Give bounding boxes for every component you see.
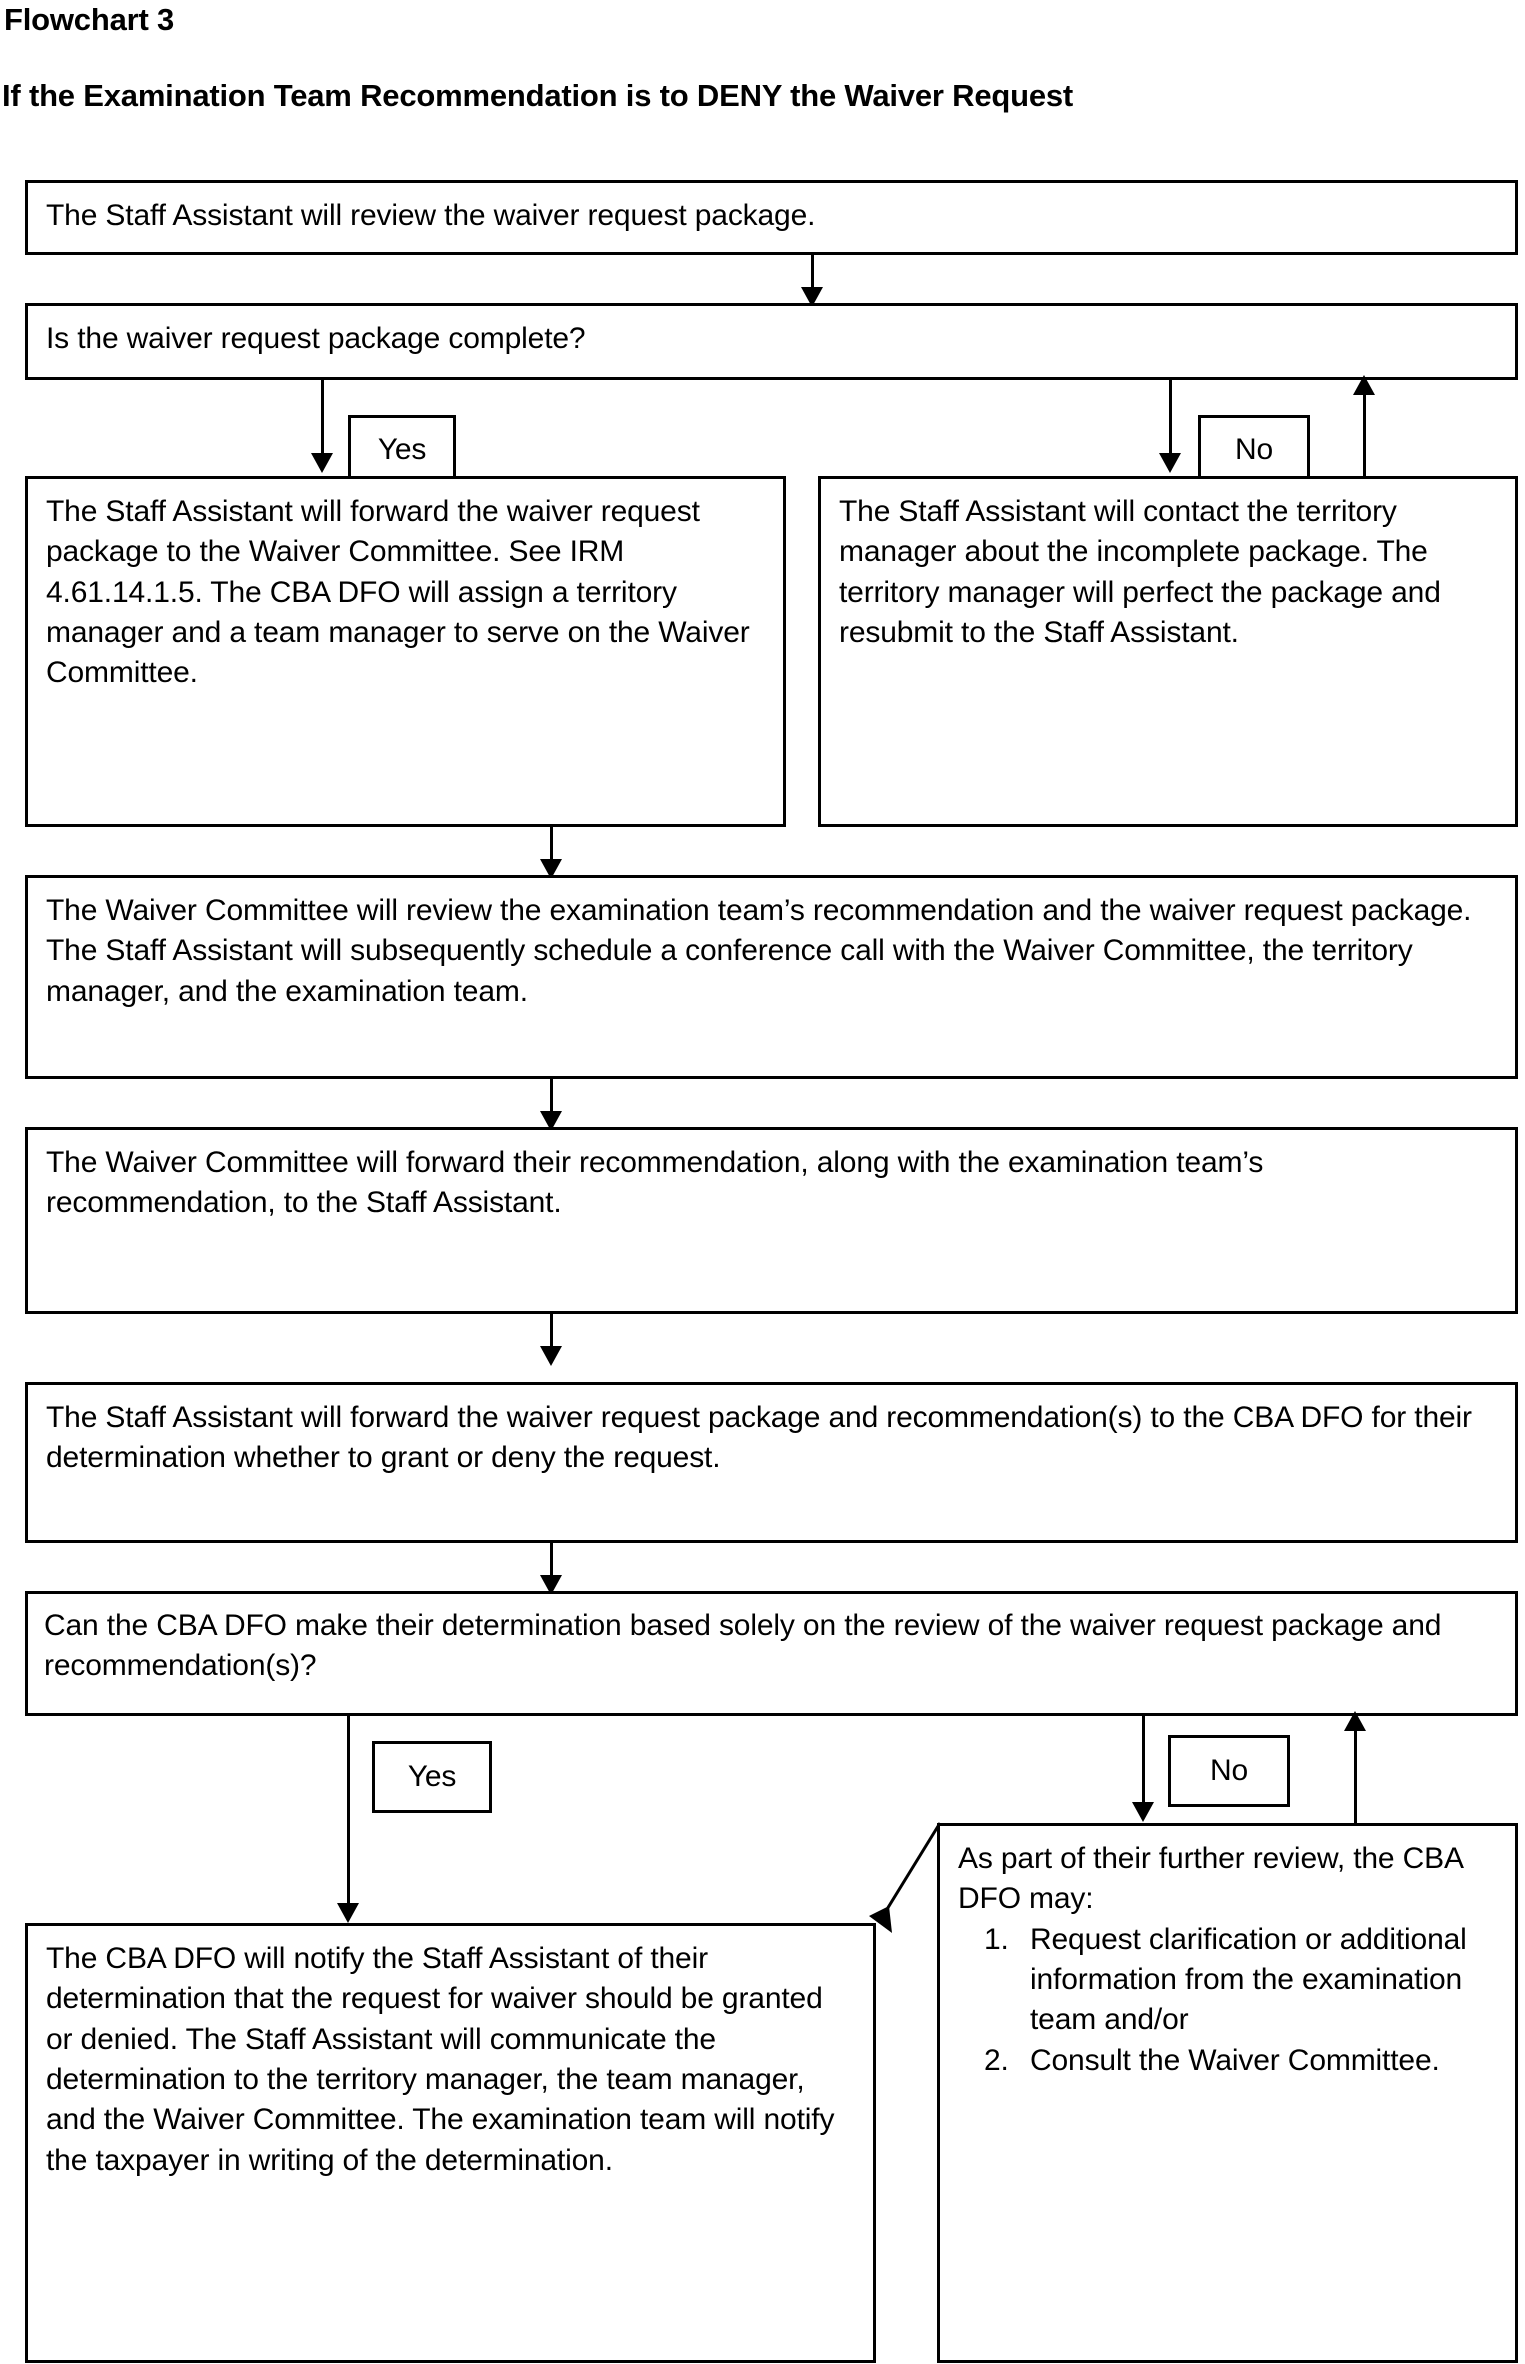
page-title: If the Examination Team Recommendation i…: [2, 78, 1074, 113]
node-forward-to-committee-text: The Staff Assistant will forward the wai…: [46, 495, 750, 690]
connector-no-branch-top: [1169, 380, 1172, 455]
node-dfo-notify: The CBA DFO will notify the Staff Assist…: [25, 1923, 876, 2363]
node-further-review: As part of their further review, the CBA…: [937, 1823, 1518, 2363]
node-further-review-body: As part of their further review, the CBA…: [940, 1826, 1515, 2081]
label-no-bottom-text: No: [1210, 1754, 1248, 1787]
flowchart-label: Flowchart 3: [4, 2, 175, 37]
connector-review-to-forward: [550, 1079, 553, 1127]
arrowhead-no-return-loop-bottom: [1344, 1711, 1366, 1731]
node-dfo-notify-text: The CBA DFO will notify the Staff Assist…: [46, 1942, 835, 2177]
connector-committee-forward-down: [550, 827, 553, 875]
node-dfo-determination-question-text: Can the CBA DFO make their determination…: [44, 1609, 1442, 1683]
label-no-top: No: [1198, 415, 1310, 485]
step-number: 1.: [984, 1922, 1009, 1956]
label-yes-bottom-text: Yes: [407, 1760, 457, 1793]
node-committee-review-text: The Waiver Committee will review the exa…: [46, 894, 1472, 1008]
label-no-top-text: No: [1235, 433, 1273, 466]
further-review-step-list: 1. Request clarification or additional i…: [958, 1920, 1499, 2081]
connector-yes-branch-bottom: [347, 1716, 350, 1906]
node-package-complete-question: Is the waiver request package complete?: [25, 303, 1518, 380]
node-further-review-intro: As part of their further review, the CBA…: [958, 1842, 1463, 1916]
arrowhead-committee-forward-down: [540, 859, 562, 879]
label-yes-bottom: Yes: [372, 1741, 492, 1813]
arrowhead-no-branch-bottom: [1132, 1802, 1154, 1822]
step-text: Request clarification or additional info…: [1030, 1922, 1467, 2037]
step-text: Consult the Waiver Committee.: [1030, 2043, 1440, 2077]
label-no-bottom: No: [1168, 1735, 1290, 1807]
node-contact-territory-manager: The Staff Assistant will contact the ter…: [818, 476, 1518, 827]
connector-staff-review-to-question: [811, 255, 814, 303]
arrowhead-yes-branch-bottom: [337, 1903, 359, 1923]
node-committee-review: The Waiver Committee will review the exa…: [25, 875, 1518, 1079]
connector-yes-branch-top: [321, 380, 324, 455]
node-dfo-determination-question: Can the CBA DFO make their determination…: [25, 1591, 1518, 1716]
node-package-complete-question-text: Is the waiver request package complete?: [46, 322, 586, 355]
arrowhead-review-to-forward: [540, 1111, 562, 1131]
arrowhead-forward-to-dfo: [540, 1346, 562, 1366]
node-forward-to-committee: The Staff Assistant will forward the wai…: [25, 476, 786, 827]
arrowhead-no-branch-top: [1159, 453, 1181, 473]
list-item: 2. Consult the Waiver Committee.: [958, 2041, 1499, 2081]
connector-no-return-loop: [1363, 380, 1366, 490]
label-yes-top-text: Yes: [377, 433, 427, 466]
arrowhead-yes-branch-top: [311, 453, 333, 473]
node-committee-forward-text: The Waiver Committee will forward their …: [46, 1146, 1264, 1220]
connector-dfo-to-question: [550, 1543, 553, 1591]
node-forward-to-dfo-text: The Staff Assistant will forward the wai…: [46, 1401, 1472, 1475]
node-contact-territory-manager-text: The Staff Assistant will contact the ter…: [839, 495, 1441, 650]
node-committee-forward: The Waiver Committee will forward their …: [25, 1127, 1518, 1314]
arrowhead-no-return-loop: [1353, 375, 1375, 395]
label-yes-top: Yes: [348, 415, 456, 485]
node-forward-to-dfo: The Staff Assistant will forward the wai…: [25, 1382, 1518, 1543]
step-number: 2.: [984, 2043, 1009, 2077]
connector-no-return-loop-bottom: [1354, 1716, 1357, 1831]
node-staff-review: The Staff Assistant will review the waiv…: [25, 180, 1518, 255]
list-item: 1. Request clarification or additional i…: [958, 1920, 1499, 2041]
arrowhead-dfo-to-question: [540, 1575, 562, 1595]
arrowhead-staff-review-to-question: [801, 287, 823, 307]
connector-no-branch-bottom: [1142, 1716, 1145, 1804]
node-staff-review-text: The Staff Assistant will review the waiv…: [46, 199, 816, 232]
connector-forward-to-dfo: [550, 1314, 553, 1362]
